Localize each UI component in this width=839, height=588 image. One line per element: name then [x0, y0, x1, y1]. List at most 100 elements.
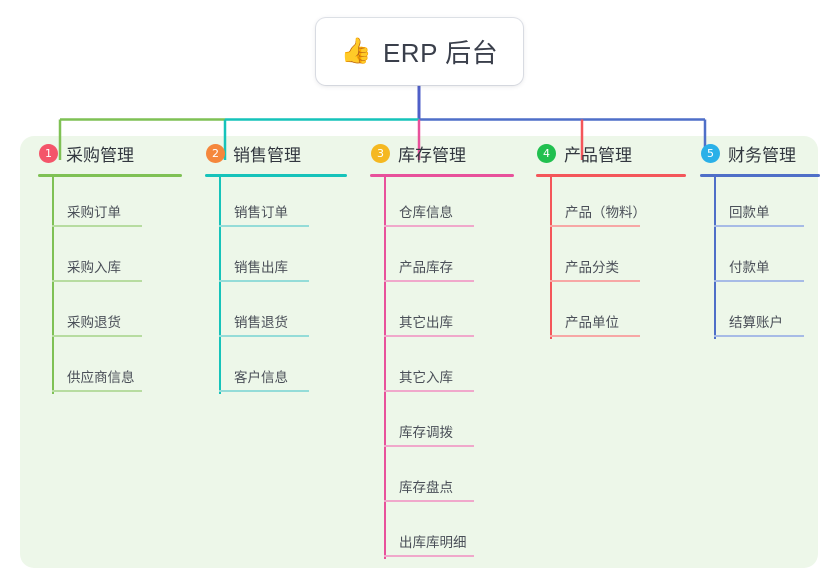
- branch-header-2[interactable]: 2 销售管理: [205, 140, 355, 166]
- branch-item-label: 销售订单: [234, 205, 288, 220]
- branch-item-label: 产品分类: [565, 260, 619, 275]
- branch-item-label: 回款单: [729, 205, 770, 220]
- branch-item-label: 供应商信息: [67, 370, 135, 385]
- branch-item-underline: [384, 445, 474, 447]
- branch-item[interactable]: 出库库明细: [370, 507, 522, 562]
- branch-column-4: 4 产品管理产品（物料） 产品分类产品单位: [536, 140, 694, 342]
- branch-item[interactable]: 产品库存: [370, 232, 522, 287]
- branch-item[interactable]: 销售订单: [205, 177, 355, 232]
- branch-item-list: 仓库信息产品库存其它出库其它入库库存调拨库存盘点出库库明细: [370, 177, 522, 562]
- branch-header-underline: [370, 174, 514, 177]
- branch-column-5: 5 财务管理回款单付款单结算账户: [700, 140, 828, 342]
- branch-item[interactable]: 产品（物料）: [536, 177, 694, 232]
- branch-item-underline: [52, 280, 142, 282]
- branch-spine: [714, 177, 716, 339]
- branch-title: 产品管理: [564, 145, 632, 165]
- branch-item-label: 付款单: [729, 260, 770, 275]
- branch-item[interactable]: 付款单: [700, 232, 828, 287]
- branch-column-3: 3 库存管理仓库信息产品库存其它出库其它入库库存调拨库存盘点出库库明细: [370, 140, 522, 562]
- branch-item-list: 销售订单销售出库销售退货客户信息: [205, 177, 355, 397]
- branch-item-list: 回款单付款单结算账户: [700, 177, 828, 342]
- branch-header-underline: [700, 174, 820, 177]
- branch-spine: [52, 177, 54, 394]
- branch-header-1[interactable]: 1 采购管理: [38, 140, 190, 166]
- branch-item-label: 产品单位: [565, 315, 619, 330]
- branch-column-1: 1 采购管理采购订单采购入库采购退货供应商信息: [38, 140, 190, 397]
- branch-item[interactable]: 其它出库: [370, 287, 522, 342]
- branch-title: 采购管理: [66, 145, 134, 165]
- branch-item-label: 销售出库: [234, 260, 288, 275]
- branch-number-badge: 2: [206, 143, 225, 163]
- root-node[interactable]: 👍 ERP 后台: [316, 18, 523, 85]
- branch-item[interactable]: 产品分类: [536, 232, 694, 287]
- branch-item-label: 产品（物料）: [565, 205, 646, 220]
- branch-item[interactable]: 采购订单: [38, 177, 190, 232]
- branch-item-list: 采购订单采购入库采购退货供应商信息: [38, 177, 190, 397]
- branch-header-underline: [536, 174, 686, 177]
- branch-item[interactable]: 库存调拨: [370, 397, 522, 452]
- branch-item-label: 其它出库: [399, 315, 453, 330]
- branch-header-5[interactable]: 5 财务管理: [700, 140, 828, 166]
- branch-header-4[interactable]: 4 产品管理: [536, 140, 694, 166]
- branch-item-underline: [219, 280, 309, 282]
- branch-item-label: 产品库存: [399, 260, 453, 275]
- branch-item-label: 出库库明细: [399, 535, 467, 550]
- branch-item-underline: [384, 225, 474, 227]
- branch-item[interactable]: 库存盘点: [370, 452, 522, 507]
- branch-item[interactable]: 销售退货: [205, 287, 355, 342]
- branch-item-underline: [384, 390, 474, 392]
- branch-item-label: 采购退货: [67, 315, 121, 330]
- branch-item[interactable]: 回款单: [700, 177, 828, 232]
- branch-item-underline: [714, 280, 804, 282]
- branch-item-label: 销售退货: [234, 315, 288, 330]
- branch-number-badge: 1: [39, 143, 58, 163]
- branch-item[interactable]: 采购入库: [38, 232, 190, 287]
- branch-header-underline: [38, 174, 182, 177]
- branches-panel: [20, 136, 818, 568]
- branch-item-label: 其它入库: [399, 370, 453, 385]
- branch-item[interactable]: 供应商信息: [38, 342, 190, 397]
- branch-item-underline: [219, 225, 309, 227]
- branch-item-underline: [714, 335, 804, 337]
- branch-item-label: 库存盘点: [399, 480, 453, 495]
- branch-item-underline: [550, 335, 640, 337]
- branch-item-underline: [384, 500, 474, 502]
- branch-item[interactable]: 其它入库: [370, 342, 522, 397]
- branch-item[interactable]: 销售出库: [205, 232, 355, 287]
- branch-item[interactable]: 采购退货: [38, 287, 190, 342]
- branch-title: 库存管理: [398, 145, 466, 165]
- branch-item-list: 产品（物料） 产品分类产品单位: [536, 177, 694, 342]
- branch-item-underline: [384, 555, 474, 557]
- branch-title: 财务管理: [728, 145, 796, 165]
- branch-item-label: 客户信息: [234, 370, 288, 385]
- root-node-content: 👍 ERP 后台: [341, 33, 498, 70]
- branch-item-underline: [550, 225, 640, 227]
- branch-number-badge: 4: [537, 143, 556, 163]
- branch-item-underline: [219, 390, 309, 392]
- branch-item-label: 采购入库: [67, 260, 121, 275]
- branch-item-underline: [550, 280, 640, 282]
- branch-number-badge: 3: [371, 143, 390, 163]
- branch-item[interactable]: 客户信息: [205, 342, 355, 397]
- branch-title: 销售管理: [233, 145, 301, 165]
- branch-item[interactable]: 产品单位: [536, 287, 694, 342]
- branch-item-underline: [219, 335, 309, 337]
- branch-item[interactable]: 结算账户: [700, 287, 828, 342]
- branch-item-underline: [714, 225, 804, 227]
- root-title: ERP 后台: [382, 38, 499, 68]
- branch-item-underline: [384, 280, 474, 282]
- branch-header-underline: [205, 174, 347, 177]
- branch-spine: [219, 177, 221, 394]
- branch-item-label: 库存调拨: [399, 425, 453, 440]
- branch-header-3[interactable]: 3 库存管理: [370, 140, 522, 166]
- branch-item-label: 采购订单: [67, 205, 121, 220]
- branch-item[interactable]: 仓库信息: [370, 177, 522, 232]
- branch-spine: [384, 177, 386, 559]
- branch-item-underline: [52, 335, 142, 337]
- branch-number-badge: 5: [701, 143, 720, 163]
- branch-column-2: 2 销售管理销售订单销售出库销售退货客户信息: [205, 140, 355, 397]
- branch-item-label: 结算账户: [729, 315, 783, 330]
- branch-item-underline: [52, 225, 142, 227]
- thumbs-up-icon: 👍: [340, 37, 372, 65]
